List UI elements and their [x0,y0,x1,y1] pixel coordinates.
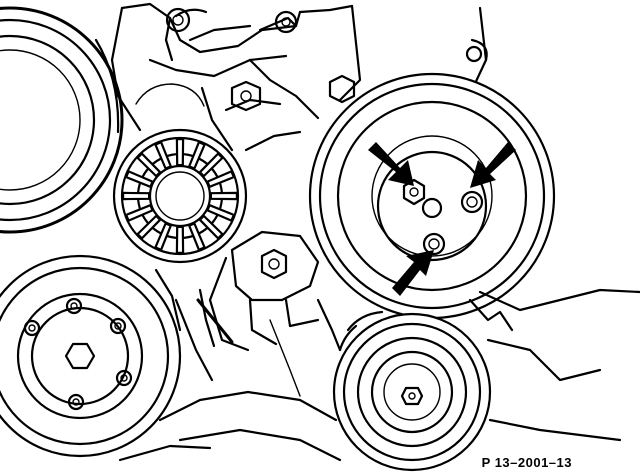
pulley-rib [209,191,238,201]
pulley-rib [154,141,172,170]
arrow-icon [392,250,434,296]
arrow-icon [470,142,516,188]
pulley-bolt-top-right [460,190,484,214]
arrow-icon [368,142,414,186]
pulley-rib [188,141,206,170]
pulley-rib [136,152,162,178]
pulley-rib [206,204,235,222]
pulley-rib [125,204,154,222]
engine-lower-outline [118,268,342,462]
pulley-rib [198,152,224,178]
pulley-bolt-bottom [422,232,446,256]
figure-reference-code: P 13–2001–13 [479,455,574,470]
pulley-rib [175,225,185,254]
tensioner-bolt [260,248,288,280]
pulley-rib [154,222,172,251]
engine-bracket-outline [110,2,488,152]
power-steering-pump-pulley [308,72,556,320]
pulley-rib [125,170,154,188]
tensioner-pulley-ribs [121,138,238,254]
vibration-damper-hub [0,254,182,458]
ac-compressor-pulley [332,288,640,472]
pulley-rib [121,191,151,201]
pulley-rib [188,222,206,251]
pulley-rib [136,214,162,240]
pulley-rib [175,138,185,167]
left-belt-pulley [0,6,124,234]
pulley-rib [198,214,224,240]
pulley-rib [206,170,235,188]
pulley-bolt-top-left [402,178,426,206]
